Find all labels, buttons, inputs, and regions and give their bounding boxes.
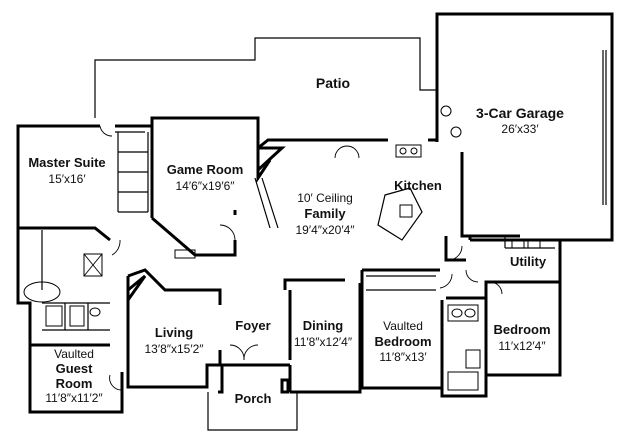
game-room-label: Game Room	[167, 162, 244, 177]
family-ceiling-note: 10′ Ceiling	[297, 191, 353, 205]
guest-room-note: Vaulted	[54, 347, 94, 361]
dining-size: 11′8″x12′4″	[294, 335, 353, 349]
kitchen-label: Kitchen	[394, 178, 442, 193]
family-size: 19′4″x20′4″	[295, 223, 355, 237]
utility-label: Utility	[510, 254, 547, 269]
dining-label: Dining	[303, 318, 343, 333]
guest-room-size: 11′8″x11′2″	[45, 391, 103, 405]
garage-walls	[435, 12, 614, 242]
fixtures	[23, 144, 541, 394]
vaulted-bedroom-note: Vaulted	[383, 319, 423, 333]
porch-label: Porch	[235, 391, 272, 406]
guest-room-label-1: Guest	[56, 361, 94, 376]
patio-label: Patio	[316, 75, 350, 91]
master-suite-label: Master Suite	[28, 155, 105, 170]
living-size: 13′8″x15′2″	[144, 342, 204, 356]
master-suite-size: 15′x16′	[48, 172, 86, 186]
garage-label: 3-Car Garage	[476, 105, 564, 121]
patio-outline	[94, 37, 437, 118]
foyer-label: Foyer	[235, 318, 270, 333]
vaulted-bedroom-size: 11′8″x13′	[379, 350, 427, 364]
garage-size: 26′x33′	[501, 122, 539, 136]
living-label: Living	[155, 325, 193, 340]
bedroom-label: Bedroom	[493, 322, 550, 337]
family-label: Family	[304, 206, 346, 221]
game-room-size: 14′6″x19′6″	[175, 179, 235, 193]
vaulted-bedroom-label: Bedroom	[374, 334, 431, 349]
exterior-walls	[16, 116, 562, 431]
guest-room-label-2: Room	[56, 376, 93, 391]
doors	[99, 125, 503, 391]
bedroom-size: 11′x12′4″	[498, 339, 546, 353]
